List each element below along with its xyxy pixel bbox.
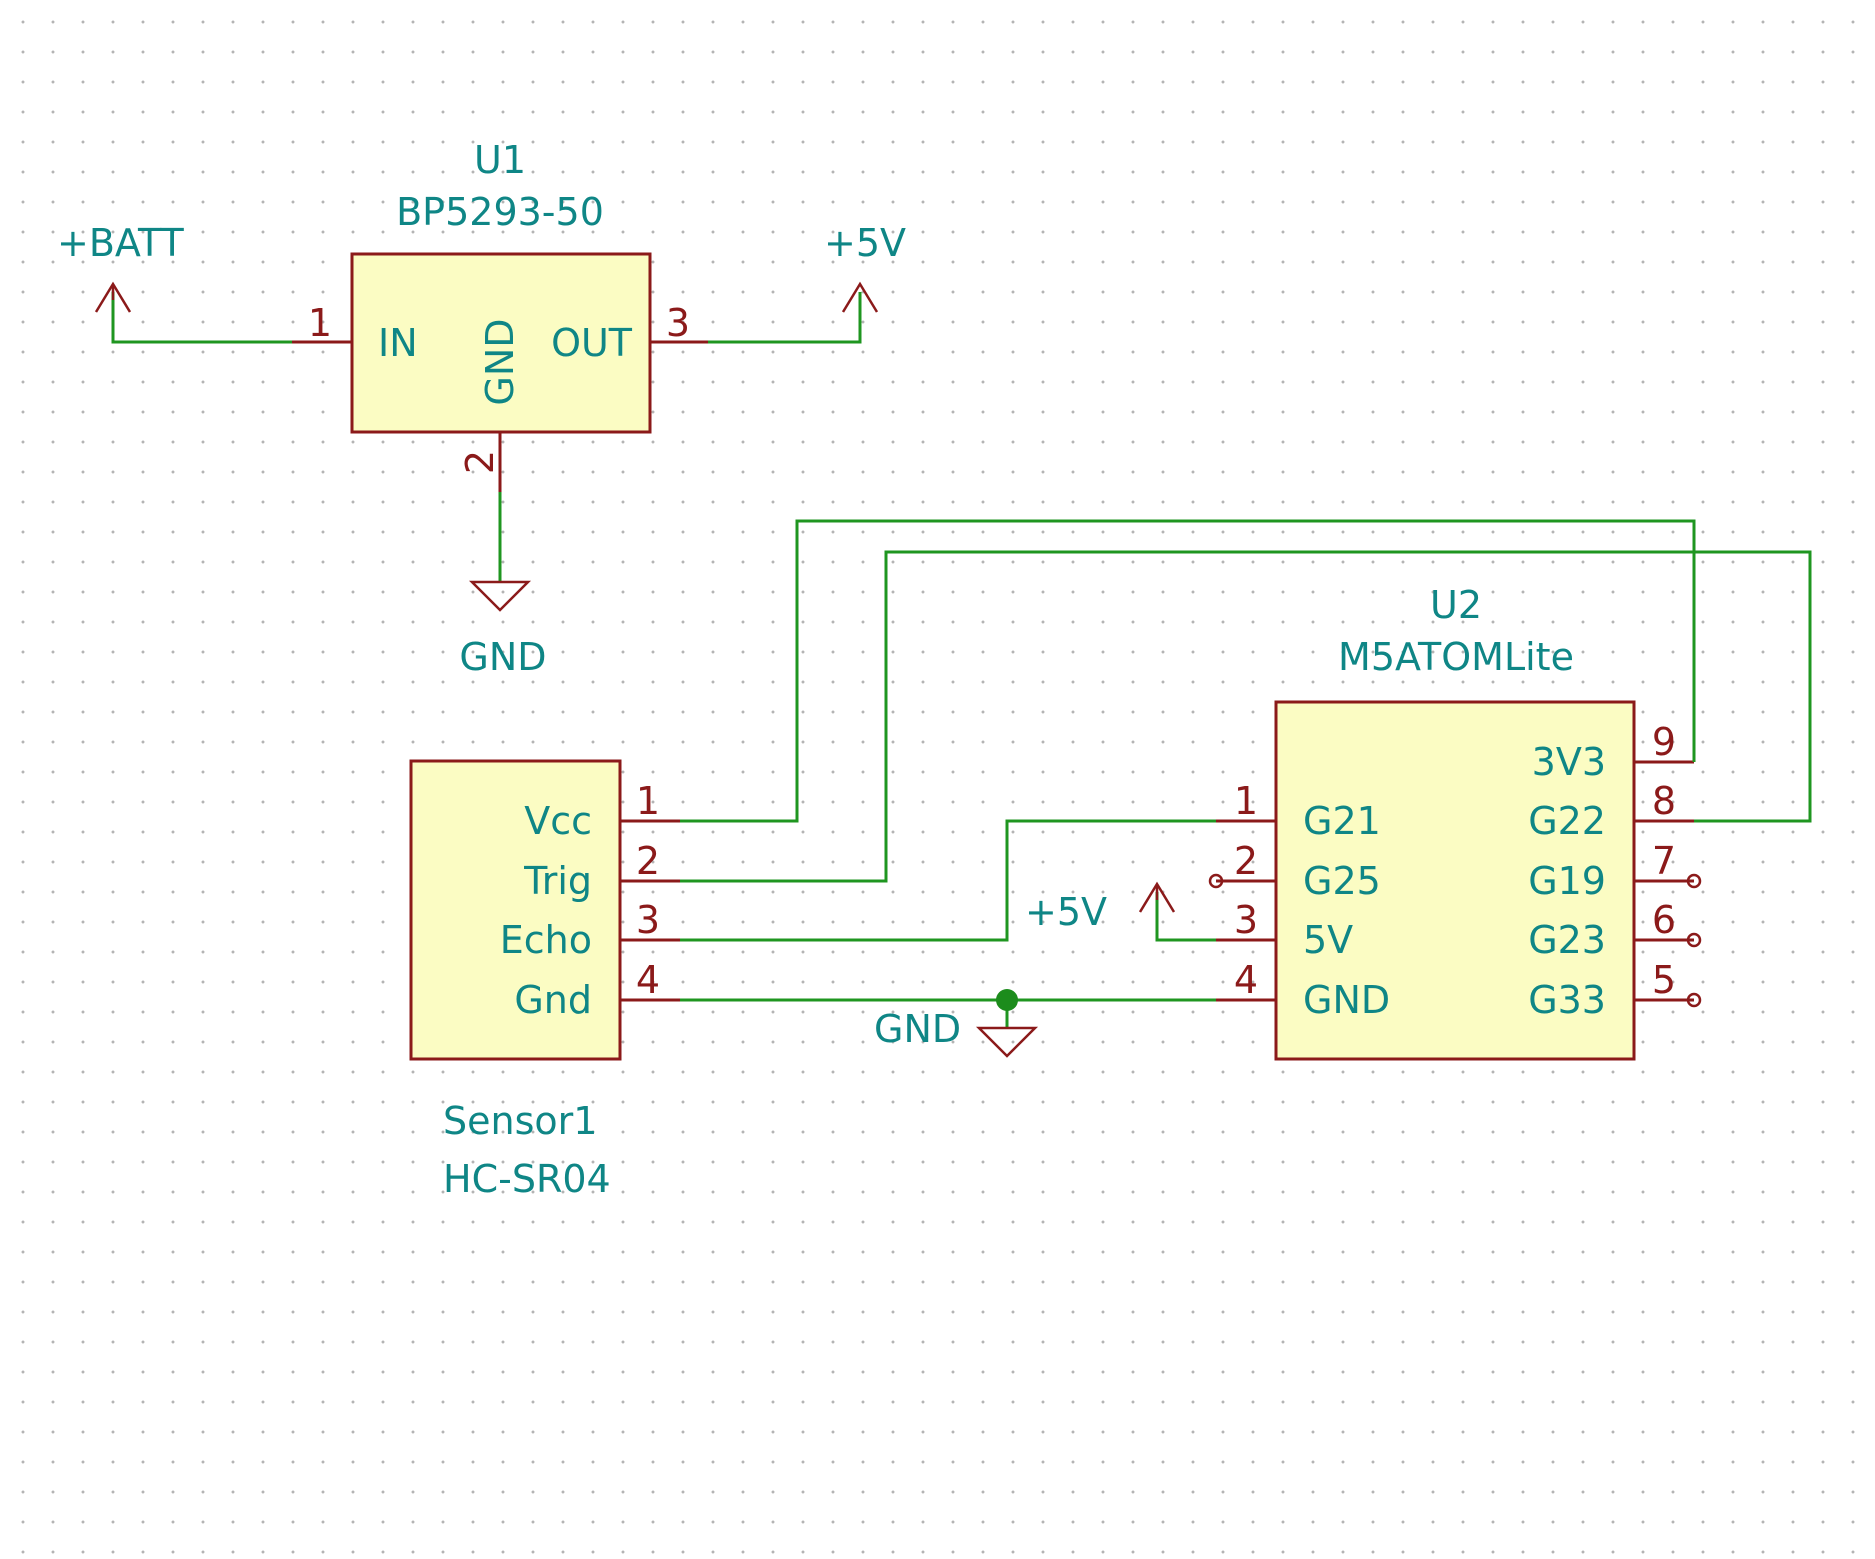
wire-batt-to-u1-in[interactable] — [111, 292, 292, 344]
u2-pin8-name: G22 — [1528, 799, 1606, 843]
sensor1-pin4-name: Gnd — [514, 978, 592, 1022]
5v-net-label-top: +5V — [824, 221, 906, 265]
5v-power-symbol-top[interactable]: +5V — [824, 221, 906, 313]
gnd-power-symbol-top[interactable]: GND — [459, 580, 547, 679]
u2-pin9-number: 9 — [1652, 720, 1676, 764]
sensor1-pin2-name: Trig — [523, 859, 592, 903]
u2-pin2-name: G25 — [1303, 859, 1381, 903]
u2-pin7-number: 7 — [1652, 839, 1676, 883]
gnd-junction-dot — [996, 989, 1018, 1011]
wire-trig-to-g22[interactable] — [680, 550, 1812, 883]
5v-power-symbol-u2[interactable]: +5V — [1025, 881, 1176, 934]
sensor1-pin1-name: Vcc — [524, 799, 592, 843]
u2-pin3-number: 3 — [1234, 898, 1258, 942]
u1-regulator[interactable]: U1 BP5293-50 1 IN 3 OUT 2 GND — [292, 138, 708, 492]
u1-body — [350, 252, 652, 434]
sensor1-pin4-number: 4 — [636, 958, 660, 1002]
sensor1-body — [409, 759, 622, 1061]
u2-pin5-name: G33 — [1528, 978, 1606, 1022]
sensor1-hcsr04[interactable]: 1 2 3 4 Vcc Trig Echo Gnd Sensor1 HC-SR0… — [409, 759, 680, 1201]
wire-vcc-to-3v3[interactable] — [680, 519, 1696, 823]
u1-pin2-number: 2 — [458, 450, 502, 474]
u2-pin5-number: 5 — [1652, 958, 1676, 1002]
gnd-net-label-top: GND — [459, 635, 546, 679]
u2-pin2-number: 2 — [1234, 839, 1258, 883]
u2-reference: U2 — [1430, 583, 1482, 627]
sensor1-pin3-name: Echo — [500, 918, 592, 962]
u2-pin1-name: G21 — [1303, 799, 1381, 843]
ground-icon-bottom — [975, 1026, 1039, 1058]
u2-pin7-unconnected-marker — [1686, 873, 1702, 889]
u2-pin2-unconnected-marker — [1208, 873, 1224, 889]
5v-net-label-u2: +5V — [1025, 890, 1107, 934]
u2-pin8-number: 8 — [1652, 779, 1676, 823]
u2-body — [1274, 700, 1636, 1061]
5v-arrow-icon — [841, 281, 879, 313]
batt-net-label: +BATT — [57, 221, 184, 265]
u1-pin3-name: OUT — [551, 321, 633, 365]
u1-pin1-number: 1 — [308, 301, 332, 345]
u2-pin4-name: GND — [1303, 978, 1390, 1022]
gnd-power-symbol-bottom[interactable]: GND — [874, 1007, 1039, 1058]
u2-pin9-name: 3V3 — [1532, 740, 1606, 784]
u2-value: M5ATOMLite — [1338, 635, 1574, 679]
wire-echo-to-g21[interactable] — [680, 819, 1216, 942]
sensor1-value: HC-SR04 — [443, 1157, 611, 1201]
wire-u1-out-to-5v[interactable] — [708, 292, 862, 344]
wire-5v-to-u2-5v[interactable] — [1155, 892, 1216, 942]
sensor1-pin3-number: 3 — [636, 898, 660, 942]
u1-pin3-number: 3 — [666, 301, 690, 345]
wires — [111, 292, 1812, 1028]
ground-icon-top — [468, 580, 532, 612]
u1-value: BP5293-50 — [396, 190, 604, 234]
u2-m5atomlite[interactable]: U2 M5ATOMLite 1 2 3 4 G21 G25 5V GND 9 8… — [1208, 583, 1702, 1061]
u2-pin6-name: G23 — [1528, 918, 1606, 962]
u2-pin1-number: 1 — [1234, 779, 1258, 823]
sensor1-pin1-number: 1 — [636, 779, 660, 823]
u2-pin6-unconnected-marker — [1686, 932, 1702, 948]
u2-pin6-number: 6 — [1652, 898, 1676, 942]
u2-pin7-name: G19 — [1528, 859, 1606, 903]
sensor1-reference: Sensor1 — [443, 1099, 597, 1143]
gnd-net-label-bottom: GND — [874, 1007, 961, 1051]
u1-pin2-name: GND — [478, 318, 522, 405]
sensor1-pin2-number: 2 — [636, 839, 660, 883]
u2-pin5-unconnected-marker — [1686, 992, 1702, 1008]
u1-pin1-name: IN — [378, 321, 418, 365]
u2-pin3-name: 5V — [1303, 918, 1353, 962]
u1-reference: U1 — [474, 138, 526, 182]
batt-power-symbol[interactable]: +BATT — [57, 221, 184, 313]
u2-pin4-number: 4 — [1234, 958, 1258, 1002]
